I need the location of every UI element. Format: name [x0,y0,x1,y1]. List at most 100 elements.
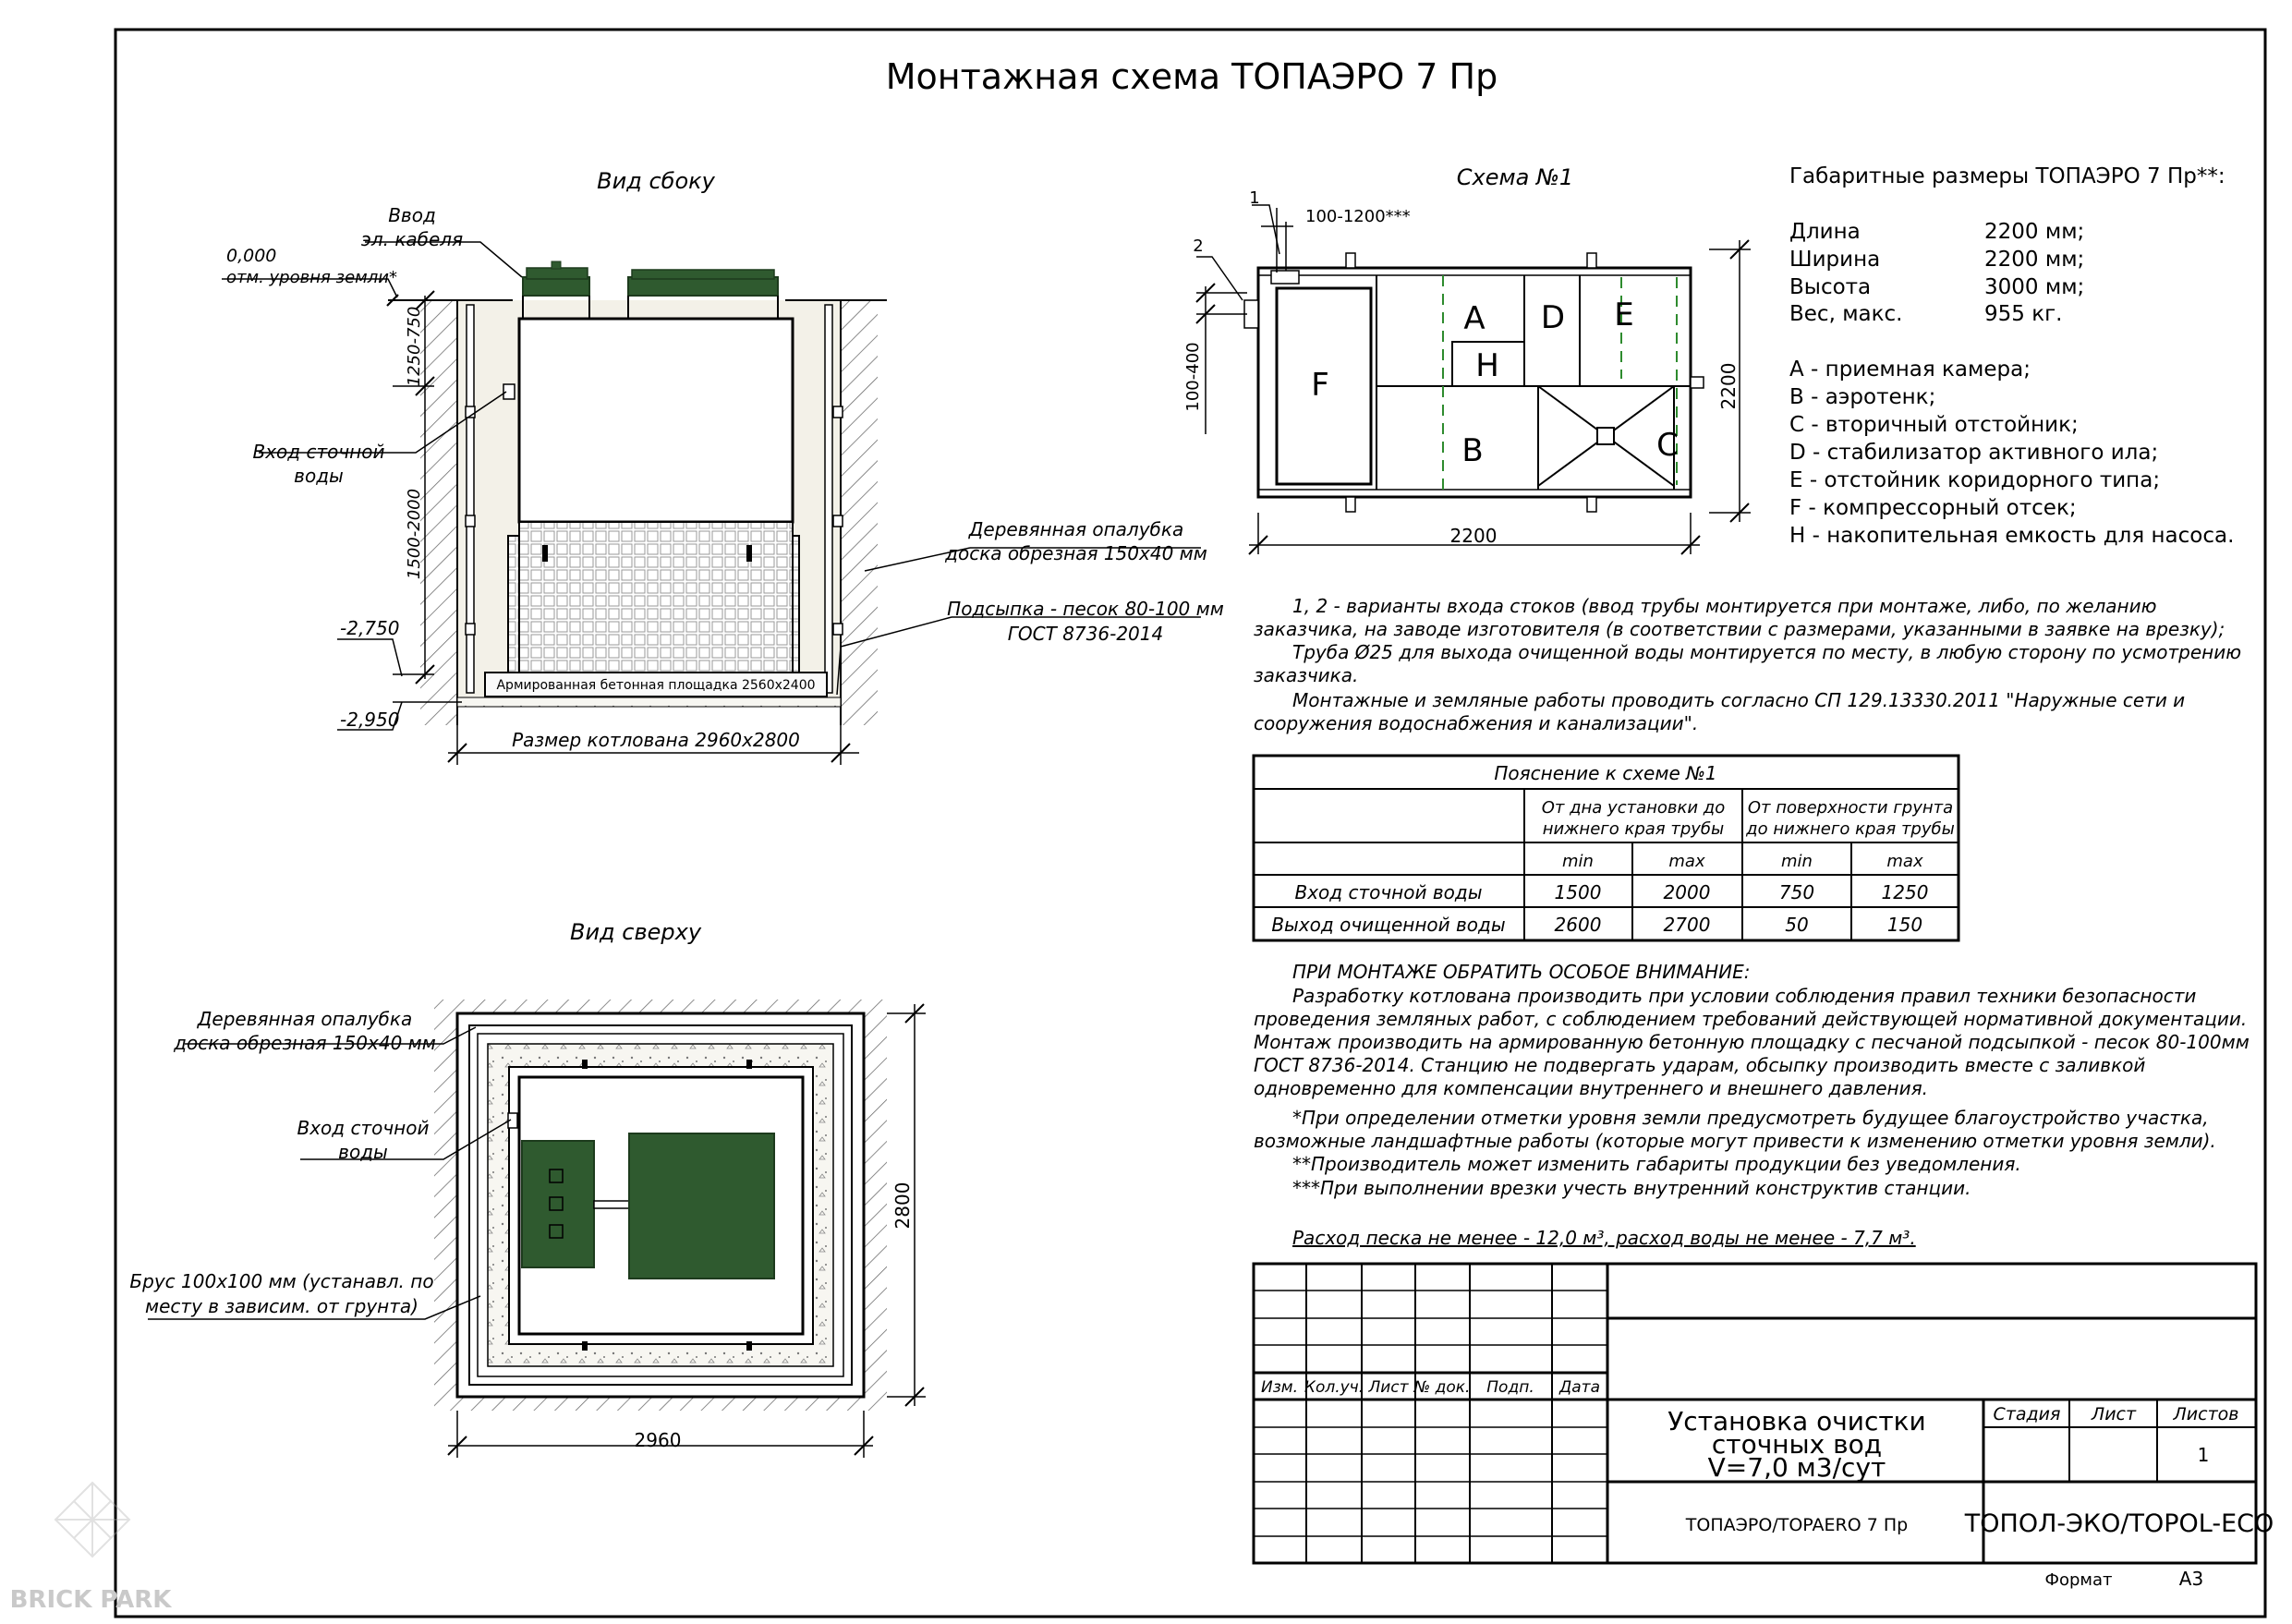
stamp-col-doc: № док. [1413,1378,1471,1397]
table-group-2-line-2: до нижнего края трубы [1745,819,1955,839]
format-label: Формат [2044,1570,2112,1590]
scheme-dim-h: 2200 [1717,363,1740,410]
table-sub-3: min [1781,852,1813,871]
stamp-col-date: Дата [1558,1378,1600,1397]
text-layer: Монтажная схема ТОПАЭРО 7 Пр Вид сбоку В… [10,56,2274,1614]
table-group-1-line-2: нижнего края трубы [1543,819,1724,839]
table-row-2-v2: 2700 [1664,914,1711,936]
chamber-c: C [1656,427,1679,464]
chamber-a: A [1463,300,1485,337]
level-2750: -2,750 [340,617,399,639]
dim-row-weight-value: 955 кг. [1984,302,2063,326]
legend-c: С - вторичный отстойник; [1789,413,2079,437]
chamber-f: F [1311,367,1329,404]
legend-b: В - аэротенк; [1789,385,1935,409]
top-inlet-label-1: Вход сточной [297,1117,430,1139]
chamber-e: E [1614,297,1633,333]
stamp-model: ТОПАЭРО/TOPAERO 7 Пр [1685,1515,1908,1535]
legend-e: Е - отстойник коридорного типа; [1789,468,2160,492]
footnote-2: **Производитель может изменить габариты … [1292,1153,2021,1175]
legend-h: Н - накопительная емкость для насоса. [1789,524,2234,548]
top-formwork-label-1: Деревянная опалубка [197,1008,412,1030]
page-title: Монтажная схема ТОПАЭРО 7 Пр [886,56,1498,97]
soil-left [420,300,457,725]
dim-row-height-label: Высота [1789,275,1871,299]
footnote-3: ***При выполнении врезки учесть внутренн… [1292,1177,1971,1199]
table-caption: Пояснение к схеме №1 [1494,762,1716,784]
side-view [222,241,1201,765]
stamp-sheets: Листов [2173,1404,2239,1424]
tank-body [517,317,794,524]
title-block [1252,1262,2258,1565]
table-group-2-line-1: От поверхности грунта [1748,798,1953,818]
format-value: А3 [2179,1568,2203,1590]
attention-text: Разработку котлована производить при усл… [1254,985,2250,1099]
slab-label: Армированная бетонная площадка 2560х2400 [496,678,815,693]
ground-level-value: 0,000 [226,246,276,266]
top-view [148,1000,926,1458]
ground-level-label: отм. уровня земли* [226,268,397,287]
scheme-dim-w: 2200 [1450,525,1498,547]
sheet-frame [114,28,2267,1618]
soil-right [841,300,878,725]
dim-row-width-value: 2200 мм; [1984,248,2084,272]
bedding-label-1: Подсыпка - песок 80-100 мм [947,598,1224,620]
scheme-dim-offset: 100-1200*** [1305,207,1411,226]
stamp-col-izm: Изм. [1261,1378,1298,1397]
stamp-col-list: Лист [1367,1378,1409,1397]
note-inlets: 1, 2 - варианты входа стоков (ввод трубы… [1254,595,2225,640]
beam-label-2: месту в зависим. от грунта) [145,1295,418,1317]
scheme-heading: Схема №1 [1457,164,1573,190]
formwork-label-2: доска обрезная 150х40 мм [944,542,1207,564]
table-row-2-v1: 2600 [1555,914,1602,936]
table-row-1-v1: 1500 [1555,881,1602,903]
table-row-1-v4: 1250 [1882,881,1929,903]
lid-small [522,276,590,297]
table-sub-4: max [1886,852,1923,871]
chamber-d: D [1541,299,1565,336]
stamp-col-kol: Кол.уч. [1304,1378,1364,1397]
lid-large-top [628,1133,775,1279]
dim-1250-750: 1250-750 [405,307,424,387]
table-row-2-label: Выход очищенной воды [1271,914,1505,936]
consumption-note: Расход песка не менее - 12,0 м³, расход … [1292,1227,1916,1249]
legend-a: А - приемная камера; [1789,358,2031,382]
legend-f: F - компрессорный отсек; [1789,496,2077,520]
dim-2800: 2800 [891,1182,914,1230]
table-group-1-line-1: От дна установки до [1542,798,1726,818]
explanation-table [1252,754,1960,942]
stamp-product-1: Установка очистки [1667,1406,1926,1436]
note-standards: Монтажные и земляные работы проводить со… [1254,689,2186,734]
cable-entry-label-2: эл. кабеля [361,228,463,250]
dim-2960: 2960 [635,1429,682,1451]
dimensions-heading: Габаритные размеры ТОПАЭРО 7 Пр**: [1789,164,2225,188]
table-row-2-v3: 50 [1785,914,1808,936]
stamp-col-sign: Подп. [1486,1378,1534,1397]
table-sub-2: max [1668,852,1705,871]
chamber-h: H [1475,347,1499,384]
stamp-company: ТОПОЛ-ЭКО/TOPOL-ECO [1964,1509,2274,1538]
side-view-heading: Вид сбоку [597,168,715,194]
dim-row-height-value: 3000 мм; [1984,275,2084,299]
stamp-product-2: сточных вод [1712,1429,1882,1460]
dim-1500-2000: 1500-2000 [405,489,424,579]
table-row-1-v2: 2000 [1664,881,1711,903]
level-2950: -2,950 [340,709,399,731]
scheme-1 [1195,204,1751,555]
pit-size-label: Размер котлована 2960х2800 [512,729,800,751]
lid-large [627,276,779,297]
dim-row-weight-label: Вес, макс. [1789,302,1903,326]
scheme-label-2: 2 [1193,236,1203,256]
scheme-label-1: 1 [1249,188,1259,208]
inlet-label-1: Вход сточной [253,441,385,463]
dim-row-width-label: Ширина [1789,248,1880,272]
table-row-2-v4: 150 [1887,914,1922,936]
dim-row-length-label: Длина [1789,220,1861,244]
table-sub-1: min [1562,852,1594,871]
stamp-stage: Стадия [1994,1404,2061,1424]
note-outlet-pipe: Труба Ø25 для выхода очищенной воды монт… [1254,641,2242,686]
table-row-1-v3: 750 [1779,881,1814,903]
formwork-label-1: Деревянная опалубка [968,518,1183,540]
